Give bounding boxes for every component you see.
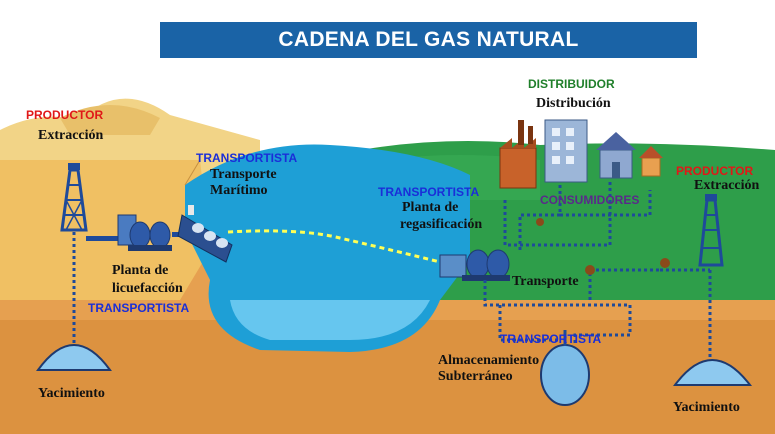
label-extraccion-left: Extracción	[38, 128, 104, 143]
label-planta-licuefaccion-2: licuefacción	[112, 281, 183, 296]
reservoir-right-icon	[673, 359, 753, 386]
label-transportista-regas: TRANSPORTISTA	[378, 185, 480, 199]
lng-ship-icon	[177, 205, 233, 263]
office-building-icon	[544, 119, 588, 183]
shipping-route	[227, 229, 441, 264]
label-almacenamiento-2: Subterráneo	[438, 369, 513, 384]
liquefaction-plant-icon	[117, 214, 192, 251]
label-planta-licuefaccion-1: Planta de	[112, 263, 169, 278]
label-distribucion: Distribución	[536, 96, 611, 111]
label-extraccion-right: Extracción	[694, 178, 760, 193]
oil-derrick-left-icon	[60, 163, 88, 232]
house-orange-icon	[639, 146, 663, 177]
label-yacimiento-left: Yacimiento	[38, 386, 105, 401]
label-planta-regas-2: regasificación	[400, 217, 483, 232]
label-productor-right: PRODUCTOR	[676, 164, 754, 178]
label-yacimiento-right: Yacimiento	[673, 400, 740, 415]
land-left	[0, 160, 210, 300]
label-transporte-maritimo-1: Transporte	[210, 167, 277, 182]
oil-derrick-right-icon	[698, 194, 724, 267]
underground-storage-icon	[540, 330, 590, 406]
pipeline-node-icon	[585, 265, 595, 275]
label-transportista-left: TRANSPORTISTA	[88, 301, 190, 315]
label-distribuidor: DISTRIBUIDOR	[528, 77, 615, 91]
factory-icon	[499, 120, 537, 189]
page-title: CADENA DEL GAS NATURAL	[160, 22, 697, 58]
label-planta-regas-1: Planta de	[402, 200, 459, 215]
label-transporte: Transporte	[512, 274, 579, 289]
pipeline-node-icon	[536, 218, 544, 226]
house-blue-icon	[596, 132, 636, 179]
label-transportista-storage: TRANSPORTISTA	[500, 332, 602, 346]
label-transporte-maritimo-2: Marítimo	[210, 183, 268, 198]
regasification-plant-icon	[439, 249, 510, 281]
label-consumidores: CONSUMIDORES	[540, 193, 640, 207]
label-transportista-sea: TRANSPORTISTA	[196, 151, 298, 165]
label-almacenamiento-1: Almacenamiento	[438, 353, 540, 368]
pipeline-node-icon	[660, 258, 670, 268]
label-productor-left: PRODUCTOR	[26, 108, 104, 122]
reservoir-left-icon	[36, 344, 112, 371]
